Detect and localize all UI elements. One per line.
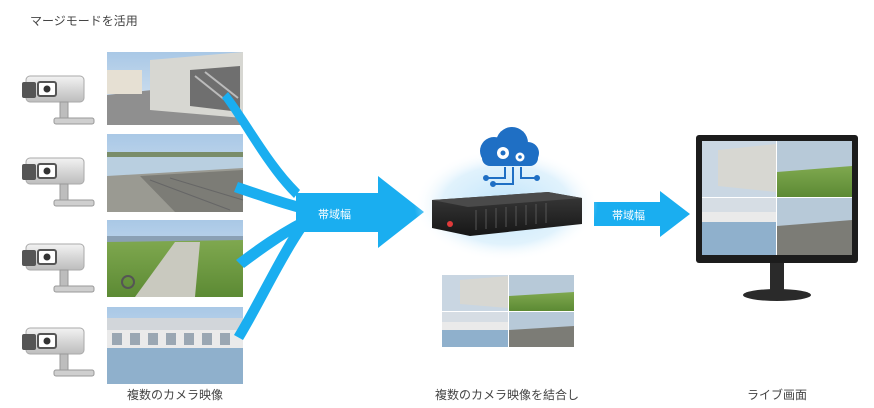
- bandwidth-label-left: 帯域幅: [318, 208, 351, 221]
- camera-icon-2: [22, 157, 95, 207]
- caption-cameras: 複数のカメラ映像: [126, 388, 223, 402]
- diagram-title: マージモードを活用: [30, 14, 138, 28]
- camera-icon-4: [22, 327, 95, 377]
- camera-feed-1: [107, 52, 243, 125]
- merged-preview: [442, 275, 574, 347]
- monitor: [696, 135, 858, 301]
- network-icon: [483, 167, 540, 187]
- bandwidth-arrow-out: [594, 191, 690, 237]
- camera-feed-2: [107, 134, 244, 212]
- camera-feed-3: [107, 220, 243, 297]
- caption-monitor: ライブ画面: [746, 388, 807, 402]
- camera-icon-3: [22, 243, 95, 293]
- caption-recorder: 複数のカメラ映像を結合し: [434, 388, 579, 402]
- camera-feed-4: [107, 307, 243, 384]
- recorder-device: [432, 192, 582, 236]
- camera-icon-1: [22, 75, 95, 125]
- cloud-gear-icon: [480, 127, 539, 166]
- bandwidth-arrows-in: [222, 92, 424, 340]
- bandwidth-label-right: 帯域幅: [612, 209, 645, 222]
